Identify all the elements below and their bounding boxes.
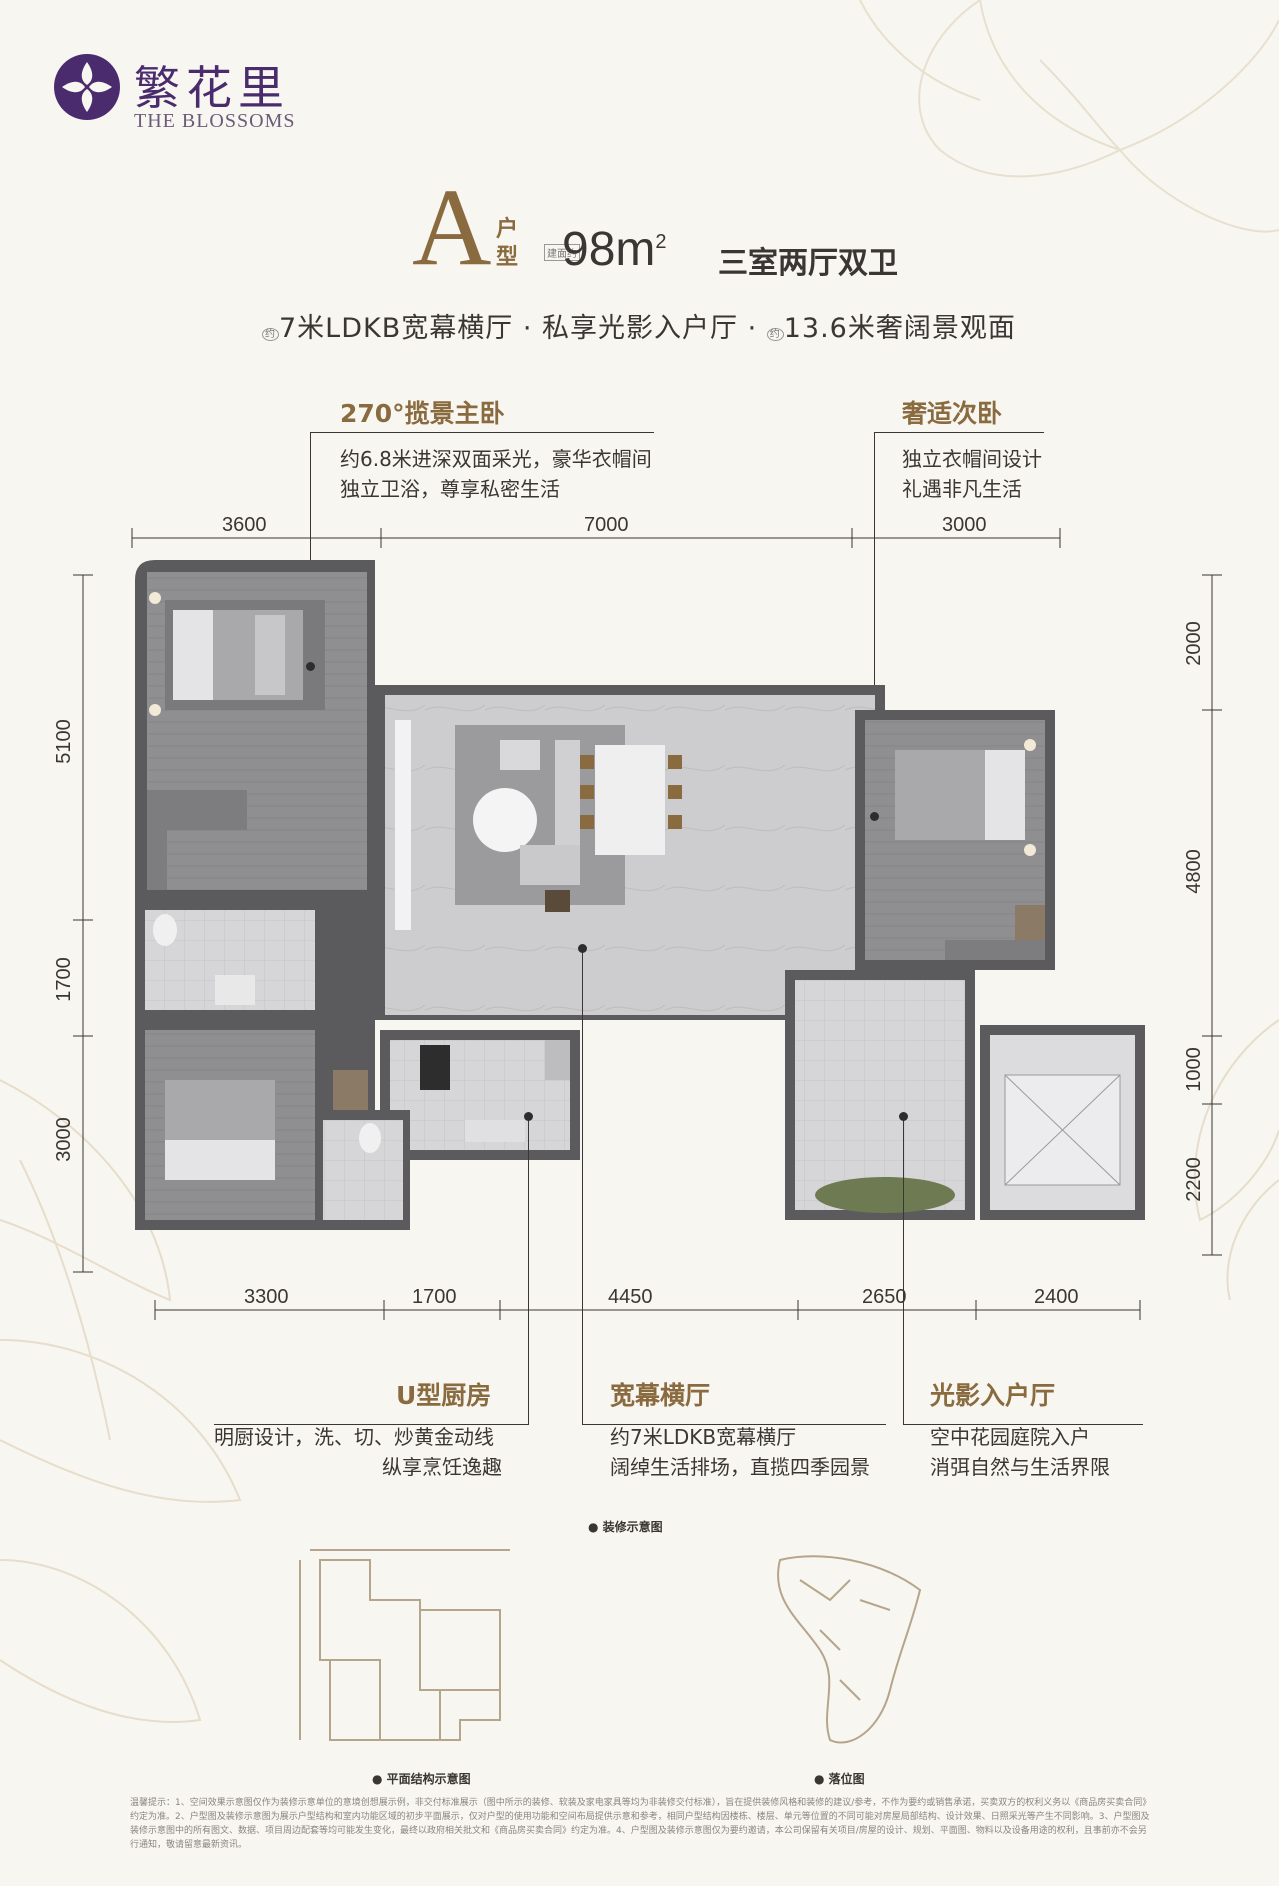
render-note: ● 装修示意图 [588, 1520, 663, 1534]
dim-left-3: 3000 [52, 1117, 75, 1162]
brand-name-en: THE BLOSSOMS [134, 110, 296, 132]
dim-bottom-2: 1700 [412, 1286, 457, 1308]
feature-kitchen-leader [528, 1116, 529, 1424]
feature-kitchen-line-1: 明厨设计，洗、切、炒黄金动线 [214, 1425, 494, 1449]
feature-entry-title: 光影入户厅 [930, 1381, 1056, 1410]
dim-bottom-5: 2400 [1034, 1286, 1079, 1308]
dim-bottom-3: 4450 [608, 1286, 653, 1308]
feature-second-dot [870, 812, 879, 821]
master-bathroom [135, 900, 375, 1020]
background-flower-top-right [859, 0, 1279, 233]
feature-master-line-2: 独立卫浴，尊享私密生活 [340, 477, 560, 501]
site-note-text: 落位图 [828, 1772, 865, 1786]
feature-kitchen-rule [214, 1424, 529, 1425]
feature-second-rule [874, 432, 1044, 433]
unit-type-word-1: 户 [496, 217, 519, 242]
site-note: ● 落位图 [814, 1772, 865, 1786]
feature-master-line-1: 约6.8米进深双面采光，豪华衣帽间 [340, 447, 652, 471]
background-flower-right [1193, 1019, 1279, 1300]
plan-note-text: 平面结构示意图 [386, 1772, 471, 1786]
feature-second-line-1: 独立衣帽间设计 [902, 447, 1042, 471]
feature-entry-dot [899, 1112, 908, 1121]
third-bedroom [135, 1020, 375, 1230]
site-location-map [777, 1555, 922, 1744]
feature-living-leader [582, 948, 583, 1424]
feature-master-leader [310, 432, 311, 668]
dim-top-1: 3600 [222, 514, 267, 536]
background-flower-left [0, 1079, 242, 1723]
unit-area-sup: 2 [655, 231, 667, 253]
second-bedroom [855, 710, 1055, 970]
feature-living-line-2: 阔绰生活排场，直揽四季园景 [610, 1455, 870, 1479]
feature-second-leader [874, 432, 875, 818]
dim-bottom-4: 2650 [862, 1286, 907, 1308]
dim-right-4: 2200 [1182, 1157, 1205, 1202]
feature-master-title: 270°揽景主卧 [340, 399, 505, 428]
unit-area: 98m2 [562, 222, 667, 277]
tagline-text-2: 13.6米奢阔景观面 [783, 313, 1016, 344]
master-bedroom [135, 560, 375, 900]
room-layout: 三室两厅双卫 [718, 246, 898, 281]
feature-kitchen-line-2: 纵享烹饪逸趣 [382, 1455, 502, 1479]
feature-second-title: 奢适次卧 [902, 399, 1003, 428]
tagline-approx-1: 约 [262, 328, 279, 341]
feature-living-rule [582, 1424, 886, 1425]
dim-bottom-1: 3300 [244, 1286, 289, 1308]
feature-second-line-2: 礼遇非凡生活 [902, 477, 1022, 501]
unit-type-letter: A [412, 166, 492, 288]
feature-entry-rule [903, 1424, 1143, 1425]
feature-entry-line-1: 空中花园庭院入户 [930, 1425, 1090, 1449]
unit-type-word-2: 型 [496, 245, 519, 270]
disclaimer-text: 温馨提示：1、空间效果示意图仅作为装修示意单位的意境创想展示例，非交付标准展示（… [130, 1798, 1150, 1850]
feature-kitchen-title: U型厨房 [396, 1381, 492, 1410]
feature-living-title: 宽幕横厅 [610, 1381, 711, 1410]
living-dining [375, 685, 885, 1020]
tagline-approx-2: 约 [766, 328, 784, 341]
unit-area-value: 98m [562, 223, 656, 276]
feature-master-dot [306, 662, 315, 671]
dim-right-2: 4800 [1182, 849, 1205, 894]
feature-kitchen-dot [524, 1112, 533, 1121]
kitchen [380, 1030, 580, 1160]
floor-plan [135, 560, 1145, 1230]
dim-left-2: 1700 [52, 957, 75, 1002]
mini-floor-plan [299, 1549, 510, 1741]
render-note-text: 装修示意图 [602, 1520, 663, 1534]
feature-living-line-1: 约7米LDKB宽幕横厅 [610, 1425, 797, 1449]
blossom-logo-icon [54, 54, 120, 120]
feature-entry-line-2: 消弭自然与生活界限 [930, 1455, 1110, 1479]
feature-living-dot [578, 944, 587, 953]
brand-logo: 繁花里 THE BLOSSOMS [52, 48, 352, 138]
tagline-text-1: 7米LDKB宽幕横厅 · 私享光影入户厅 · [279, 313, 767, 344]
elevator-lobby [980, 1025, 1145, 1220]
entry-courtyard [785, 970, 975, 1220]
area-prefix-badge: 建面约 [544, 244, 580, 261]
dim-left-1: 5100 [52, 719, 75, 764]
second-bathroom [315, 1110, 410, 1230]
dim-top-2: 7000 [584, 514, 629, 536]
feature-entry-leader [903, 1116, 904, 1424]
feature-master-rule [310, 432, 654, 433]
dim-right-3: 1000 [1182, 1047, 1205, 1092]
dim-right-1: 2000 [1182, 621, 1205, 666]
plan-note: ● 平面结构示意图 [372, 1772, 471, 1786]
brand-name-cn: 繁花里 [134, 61, 290, 115]
dim-top-3: 3000 [942, 514, 987, 536]
